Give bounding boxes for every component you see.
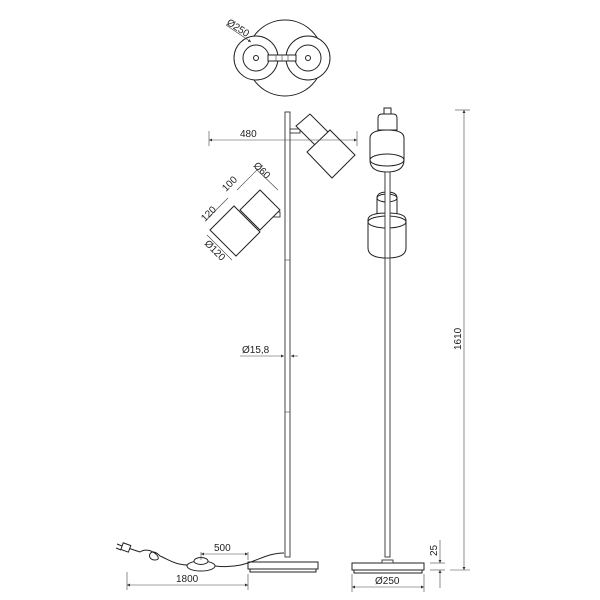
small-diameter-label: Ø60 bbox=[251, 160, 272, 181]
lower-shade bbox=[209, 189, 281, 257]
socket-left bbox=[253, 55, 259, 61]
lower-shade-body bbox=[209, 205, 261, 257]
side-base bbox=[351, 562, 425, 571]
shade-height-dim bbox=[207, 197, 229, 219]
switch-distance-label: 500 bbox=[214, 543, 231, 554]
plug bbox=[120, 542, 132, 553]
base-height-label: 25 bbox=[429, 544, 440, 556]
upper-shade bbox=[289, 113, 356, 179]
side-top-neck bbox=[377, 113, 398, 131]
cable-length-label: 1800 bbox=[176, 574, 199, 585]
top-diameter-label: Ø250 bbox=[224, 17, 251, 40]
cable-to-switch bbox=[214, 552, 285, 568]
pole bbox=[284, 111, 291, 558]
upper-shade-body bbox=[306, 129, 356, 179]
top-view: Ø250 bbox=[224, 17, 331, 97]
upper-arm bbox=[289, 128, 301, 134]
shade-height-label: 120 bbox=[199, 204, 219, 224]
side-base-foot bbox=[353, 569, 423, 574]
pole-diameter-label: Ø15,8 bbox=[242, 345, 270, 356]
small-diameter-dim bbox=[254, 167, 279, 191]
socket-right bbox=[305, 55, 311, 61]
front-base-foot bbox=[249, 568, 317, 573]
lower-shade-neck bbox=[239, 189, 281, 231]
front-base bbox=[247, 561, 319, 570]
large-diameter-dim bbox=[206, 234, 233, 261]
shade-depth-label: 100 bbox=[220, 174, 240, 194]
side-top-shade bbox=[369, 129, 405, 173]
arm-reach-label: 480 bbox=[240, 129, 257, 140]
side-top-cap bbox=[383, 107, 392, 115]
base-diameter-label: Ø250 bbox=[375, 576, 400, 587]
top-diameter-leader bbox=[225, 24, 252, 43]
front-view: 480 100 120 Ø60 Ø120 Ø15,8 500 bbox=[115, 111, 358, 590]
side-view: Ø250 25 1610 bbox=[351, 107, 470, 592]
total-height-label: 1610 bbox=[453, 327, 464, 350]
shade-depth-dim bbox=[236, 168, 259, 191]
cable-coil bbox=[139, 549, 161, 561]
